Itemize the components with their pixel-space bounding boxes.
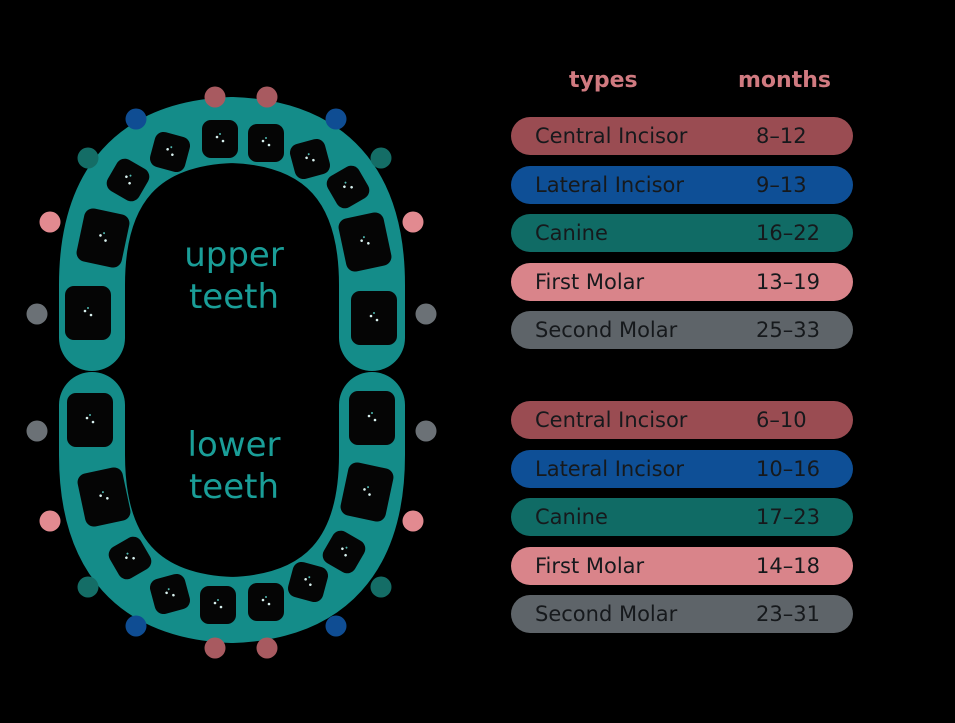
tooth bbox=[200, 586, 236, 624]
eruption-months-label: 17–23 bbox=[756, 505, 820, 529]
eruption-months-label: 16–22 bbox=[756, 221, 820, 245]
eruption-months-label: 25–33 bbox=[756, 318, 820, 342]
tooth-type-dot bbox=[370, 147, 392, 169]
tooth bbox=[287, 561, 329, 603]
tooth bbox=[340, 462, 394, 522]
tooth bbox=[149, 131, 191, 173]
tooth-type-dot bbox=[370, 576, 392, 598]
tooth bbox=[351, 291, 397, 345]
tooth-type-label: Second Molar bbox=[535, 318, 678, 342]
tooth-type-label: Second Molar bbox=[535, 602, 678, 626]
teeth-diagram: upper teeth lower teeth bbox=[26, 86, 437, 659]
tooth bbox=[65, 286, 111, 340]
eruption-months-label: 23–31 bbox=[756, 602, 820, 626]
table-row: Central Incisor 8–12 bbox=[511, 117, 853, 155]
tooth-type-label: Lateral Incisor bbox=[535, 456, 685, 481]
tooth-type-dot bbox=[325, 615, 347, 637]
tooth-type-dot bbox=[125, 615, 147, 637]
tooth bbox=[248, 124, 284, 162]
tooth-type-dot bbox=[77, 147, 99, 169]
table-row: Canine 16–22 bbox=[511, 214, 853, 252]
upper-teeth-label-line1: upper bbox=[184, 235, 284, 275]
table-row: Central Incisor 6–10 bbox=[511, 401, 853, 439]
lower-teeth-label-line2: teeth bbox=[189, 467, 279, 507]
tooth-type-dot bbox=[415, 420, 437, 442]
upper-teeth-label-line2: teeth bbox=[189, 277, 279, 317]
tooth bbox=[67, 393, 113, 447]
tooth-type-label: Central Incisor bbox=[535, 408, 688, 432]
tooth bbox=[108, 536, 152, 580]
tooth-type-label: Lateral Incisor bbox=[535, 172, 685, 197]
table-row: Second Molar 23–31 bbox=[511, 595, 853, 633]
tooth bbox=[326, 165, 370, 209]
tooth-type-dot bbox=[415, 303, 437, 325]
tooth-type-dot bbox=[39, 510, 61, 532]
tooth-type-dots bbox=[26, 86, 437, 659]
tooth bbox=[106, 158, 150, 202]
tooth bbox=[76, 208, 130, 268]
types-header: types bbox=[569, 68, 638, 93]
table-row: Canine 17–23 bbox=[511, 498, 853, 536]
tooth bbox=[149, 573, 191, 615]
tooth bbox=[322, 530, 366, 574]
tooth-type-dot bbox=[77, 576, 99, 598]
tooth-type-label: Canine bbox=[535, 221, 608, 245]
tooth-type-label: First Molar bbox=[535, 553, 645, 578]
tooth-type-dot bbox=[402, 211, 424, 233]
lower-arch bbox=[59, 372, 405, 643]
lower-teeth-label-line1: lower bbox=[188, 425, 281, 465]
tooth-type-dot bbox=[256, 86, 278, 108]
tooth-type-dot bbox=[204, 637, 226, 659]
tooth-type-dot bbox=[26, 303, 48, 325]
eruption-months-label: 14–18 bbox=[756, 553, 820, 578]
tooth-type-label: First Molar bbox=[535, 269, 645, 294]
table-row: First Molar 14–18 bbox=[511, 546, 853, 585]
table-row: Second Molar 25–33 bbox=[511, 311, 853, 349]
tooth bbox=[202, 120, 238, 158]
table-row: Lateral Incisor 10–16 bbox=[511, 449, 853, 488]
eruption-months-label: 6–10 bbox=[756, 408, 807, 432]
tooth-type-label: Central Incisor bbox=[535, 124, 688, 148]
table-row: First Molar 13–19 bbox=[511, 262, 853, 301]
tooth bbox=[289, 138, 331, 180]
tooth-type-dot bbox=[325, 108, 347, 130]
upper-arch bbox=[59, 97, 405, 371]
tooth-type-dot bbox=[125, 108, 147, 130]
eruption-months-label: 10–16 bbox=[756, 456, 820, 481]
tooth-type-dot bbox=[204, 86, 226, 108]
tooth bbox=[248, 583, 284, 621]
eruption-months-label: 8–12 bbox=[756, 124, 807, 148]
eruption-months-label: 9–13 bbox=[756, 172, 807, 197]
tooth-type-dot bbox=[402, 510, 424, 532]
tooth bbox=[338, 212, 392, 272]
tooth bbox=[77, 467, 131, 527]
eruption-months-label: 13–19 bbox=[756, 269, 820, 294]
tooth bbox=[349, 391, 395, 445]
tooth-type-dot bbox=[26, 420, 48, 442]
months-header: months bbox=[738, 68, 831, 93]
table-row: Lateral Incisor 9–13 bbox=[511, 165, 853, 204]
tooth-type-dot bbox=[39, 211, 61, 233]
tooth-type-dot bbox=[256, 637, 278, 659]
tooth-type-label: Canine bbox=[535, 505, 608, 529]
